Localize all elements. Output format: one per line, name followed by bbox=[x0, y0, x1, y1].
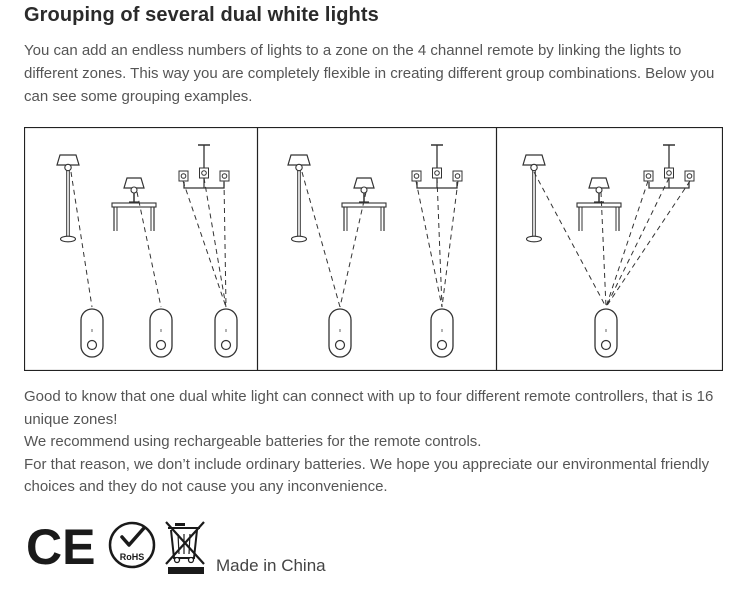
certification-logos: CE RoHS bbox=[28, 519, 205, 575]
panel-group-example-3 bbox=[522, 144, 695, 358]
intro-paragraph: You can add an endless numbers of lights… bbox=[24, 42, 715, 105]
remote-control-icon bbox=[430, 308, 454, 358]
remote-control-icon bbox=[594, 308, 618, 358]
rohs-icon: RoHS bbox=[108, 521, 156, 569]
panel-group-example-1 bbox=[56, 144, 238, 358]
remote-control-icon bbox=[149, 308, 173, 358]
remote-control-icon bbox=[214, 308, 238, 358]
weee-bin-icon bbox=[165, 521, 205, 574]
battery-recommendation: We recommend using rechargeable batterie… bbox=[24, 433, 482, 450]
page-title: Grouping of several dual white lights bbox=[24, 4, 379, 26]
made-in-label: Made in China bbox=[216, 556, 326, 575]
panel-group-example-2 bbox=[287, 144, 463, 358]
ce-mark-icon: CE bbox=[28, 519, 95, 575]
svg-text:RoHS: RoHS bbox=[120, 552, 145, 562]
notes-section: Good to know that one dual white light c… bbox=[24, 386, 724, 499]
grouping-diagram bbox=[24, 127, 723, 371]
remote-control-icon bbox=[328, 308, 352, 358]
zones-note: Good to know that one dual white light c… bbox=[24, 388, 714, 428]
environment-note: For that reason, we don’t include ordina… bbox=[24, 455, 710, 496]
remote-control-icon bbox=[80, 308, 104, 358]
